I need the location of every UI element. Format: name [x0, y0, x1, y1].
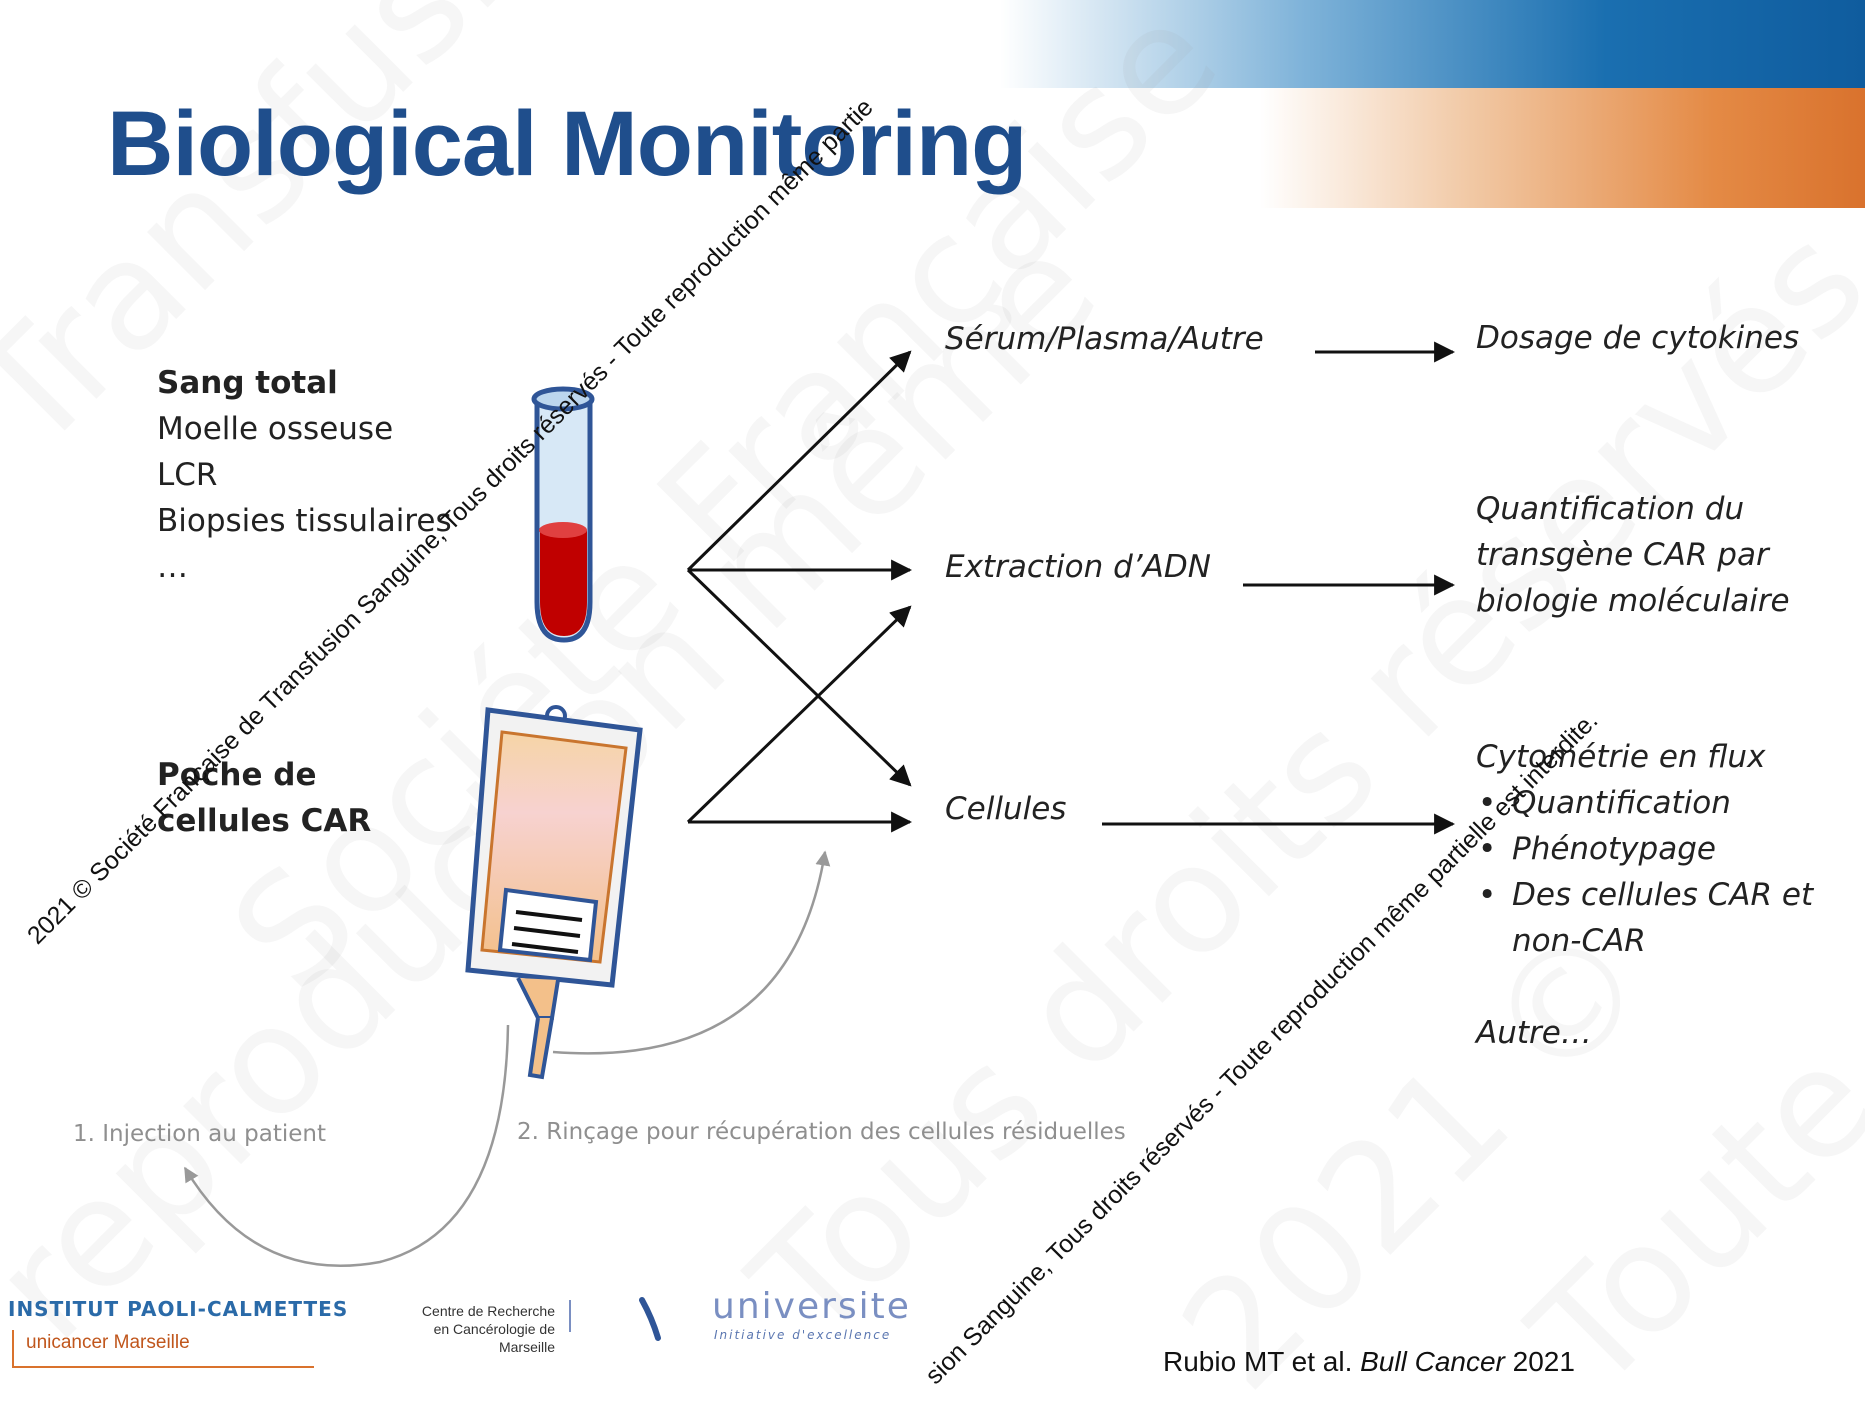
unicancer-text: unicancer Marseille — [26, 1332, 190, 1353]
step-injection: 1. Injection au patient — [73, 1121, 326, 1147]
bag-label: cellules CAR — [157, 803, 372, 839]
source-item: Biopsies tissulaires — [157, 503, 452, 539]
citation-authors: Rubio MT et al. — [1163, 1346, 1361, 1377]
node-adn: Extraction d’ADN — [945, 549, 1211, 585]
institut-logo: INSTITUT PAOLI-CALMETTES — [8, 1297, 349, 1321]
test-tube-icon — [531, 386, 595, 643]
header-orange-bar — [1260, 88, 1865, 208]
bullet-continuation: non-CAR — [1512, 923, 1646, 959]
diagram-canvas — [183, 341, 1456, 1341]
output-transgene: Quantification du — [1476, 491, 1745, 527]
university-logo-mark — [639, 1297, 661, 1341]
university-tagline: Initiative d'excellence — [714, 1328, 892, 1342]
source-sang-total: Sang total — [157, 365, 338, 401]
injection-curve — [183, 1024, 510, 1267]
output-cytokines: Dosage de cytokines — [1476, 320, 1800, 356]
unicancer-logo: unicancer Marseille — [12, 1330, 314, 1368]
header-blue-bar — [1000, 0, 1865, 88]
bullet-item: Phénotypage — [1478, 826, 1716, 872]
source-item: LCR — [157, 457, 218, 493]
citation-year: 2021 — [1504, 1346, 1575, 1377]
page-title: Biological Monitoring — [107, 93, 1027, 195]
step-rincage: 2. Rinçage pour récupération des cellule… — [517, 1119, 1126, 1145]
bullet-item: Quantification — [1478, 780, 1731, 826]
rinse-curve — [552, 850, 831, 1055]
output-transgene: biologie moléculaire — [1476, 583, 1790, 619]
node-serum: Sérum/Plasma/Autre — [945, 321, 1264, 357]
output-transgene: transgène CAR par — [1476, 537, 1769, 573]
citation-journal: Bull Cancer — [1360, 1346, 1505, 1377]
bullet-item: Des cellules CAR et — [1478, 872, 1813, 918]
citation: Rubio MT et al. Bull Cancer 2021 — [1163, 1346, 1575, 1378]
crcm-line: en Cancérologie de Marseille — [433, 1321, 555, 1355]
crcm-line: Centre de Recherche — [421, 1303, 555, 1319]
output-cytometrie: Cytométrie en flux — [1476, 739, 1766, 775]
crcm-logo: Centre de Recherche en Cancérologie de M… — [385, 1302, 555, 1356]
cell-bag-icon — [465, 705, 643, 1080]
output-autre: Autre… — [1476, 1015, 1592, 1051]
tube-arrows — [686, 350, 913, 787]
university-logo: universite — [712, 1286, 911, 1327]
node-cellules: Cellules — [945, 791, 1067, 827]
source-item: Moelle osseuse — [157, 411, 394, 447]
bag-label: Poche de — [157, 757, 317, 793]
source-item: … — [157, 549, 188, 585]
output-arrows — [1102, 341, 1456, 835]
bag-arrows — [686, 605, 913, 833]
